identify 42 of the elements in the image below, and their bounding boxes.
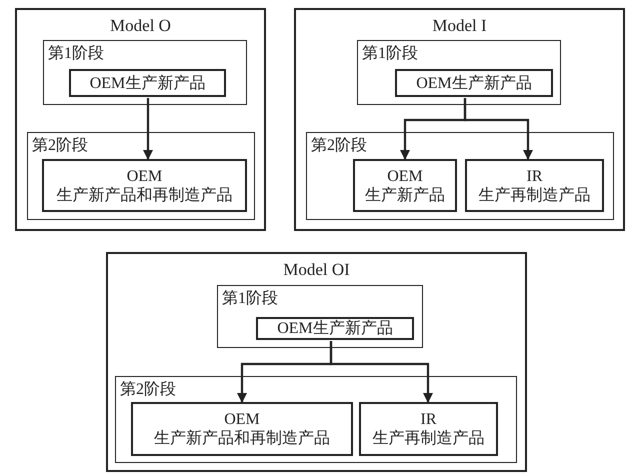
- box-heading: IR: [526, 166, 542, 186]
- stage-box: [43, 40, 247, 105]
- box-text: 生产新产品和再制造产品: [56, 186, 232, 204]
- process-box: [465, 159, 604, 212]
- arrow: [464, 98, 533, 160]
- box-text: 生产再制造产品: [372, 429, 484, 448]
- stage-box: [115, 376, 517, 463]
- model-box: [106, 252, 527, 472]
- stage-box: [357, 40, 561, 105]
- box-text: 生产再制造产品: [478, 186, 590, 204]
- box-title: Model I: [431, 16, 488, 36]
- box-heading: IR: [420, 410, 436, 429]
- process-box: [256, 317, 414, 340]
- box-text: 生产新产品和再制造产品: [154, 429, 330, 448]
- box-title: Model O: [109, 16, 172, 36]
- model-box: [294, 8, 625, 231]
- box-text: OEM生产新产品: [277, 319, 393, 338]
- stage-label: 第1阶段: [362, 44, 418, 64]
- box-heading: OEM: [387, 166, 423, 186]
- stage-label: 第2阶段: [120, 380, 176, 400]
- stage-label: 第2阶段: [32, 136, 88, 156]
- box-title: Model OI: [282, 260, 351, 280]
- process-box: [131, 402, 353, 456]
- process-box: [395, 69, 553, 97]
- box-text: OEM生产新产品: [90, 74, 206, 92]
- process-box: [42, 159, 247, 212]
- stage-label: 第1阶段: [48, 44, 104, 64]
- arrow: [143, 98, 153, 160]
- box-heading: OEM: [126, 166, 162, 186]
- box-text: OEM生产新产品: [416, 74, 532, 92]
- arrow: [330, 341, 433, 403]
- stage-box: [217, 285, 423, 348]
- stage-label: 第2阶段: [311, 136, 367, 156]
- stage-label: 第1阶段: [222, 289, 278, 309]
- process-box: [353, 159, 457, 212]
- stage-box: [27, 132, 255, 220]
- process-box: [359, 402, 498, 456]
- model-box: [15, 8, 266, 231]
- box-text: 生产新产品: [365, 186, 445, 204]
- stage-box: [306, 132, 614, 220]
- process-box: [69, 69, 226, 97]
- box-heading: OEM: [224, 410, 260, 429]
